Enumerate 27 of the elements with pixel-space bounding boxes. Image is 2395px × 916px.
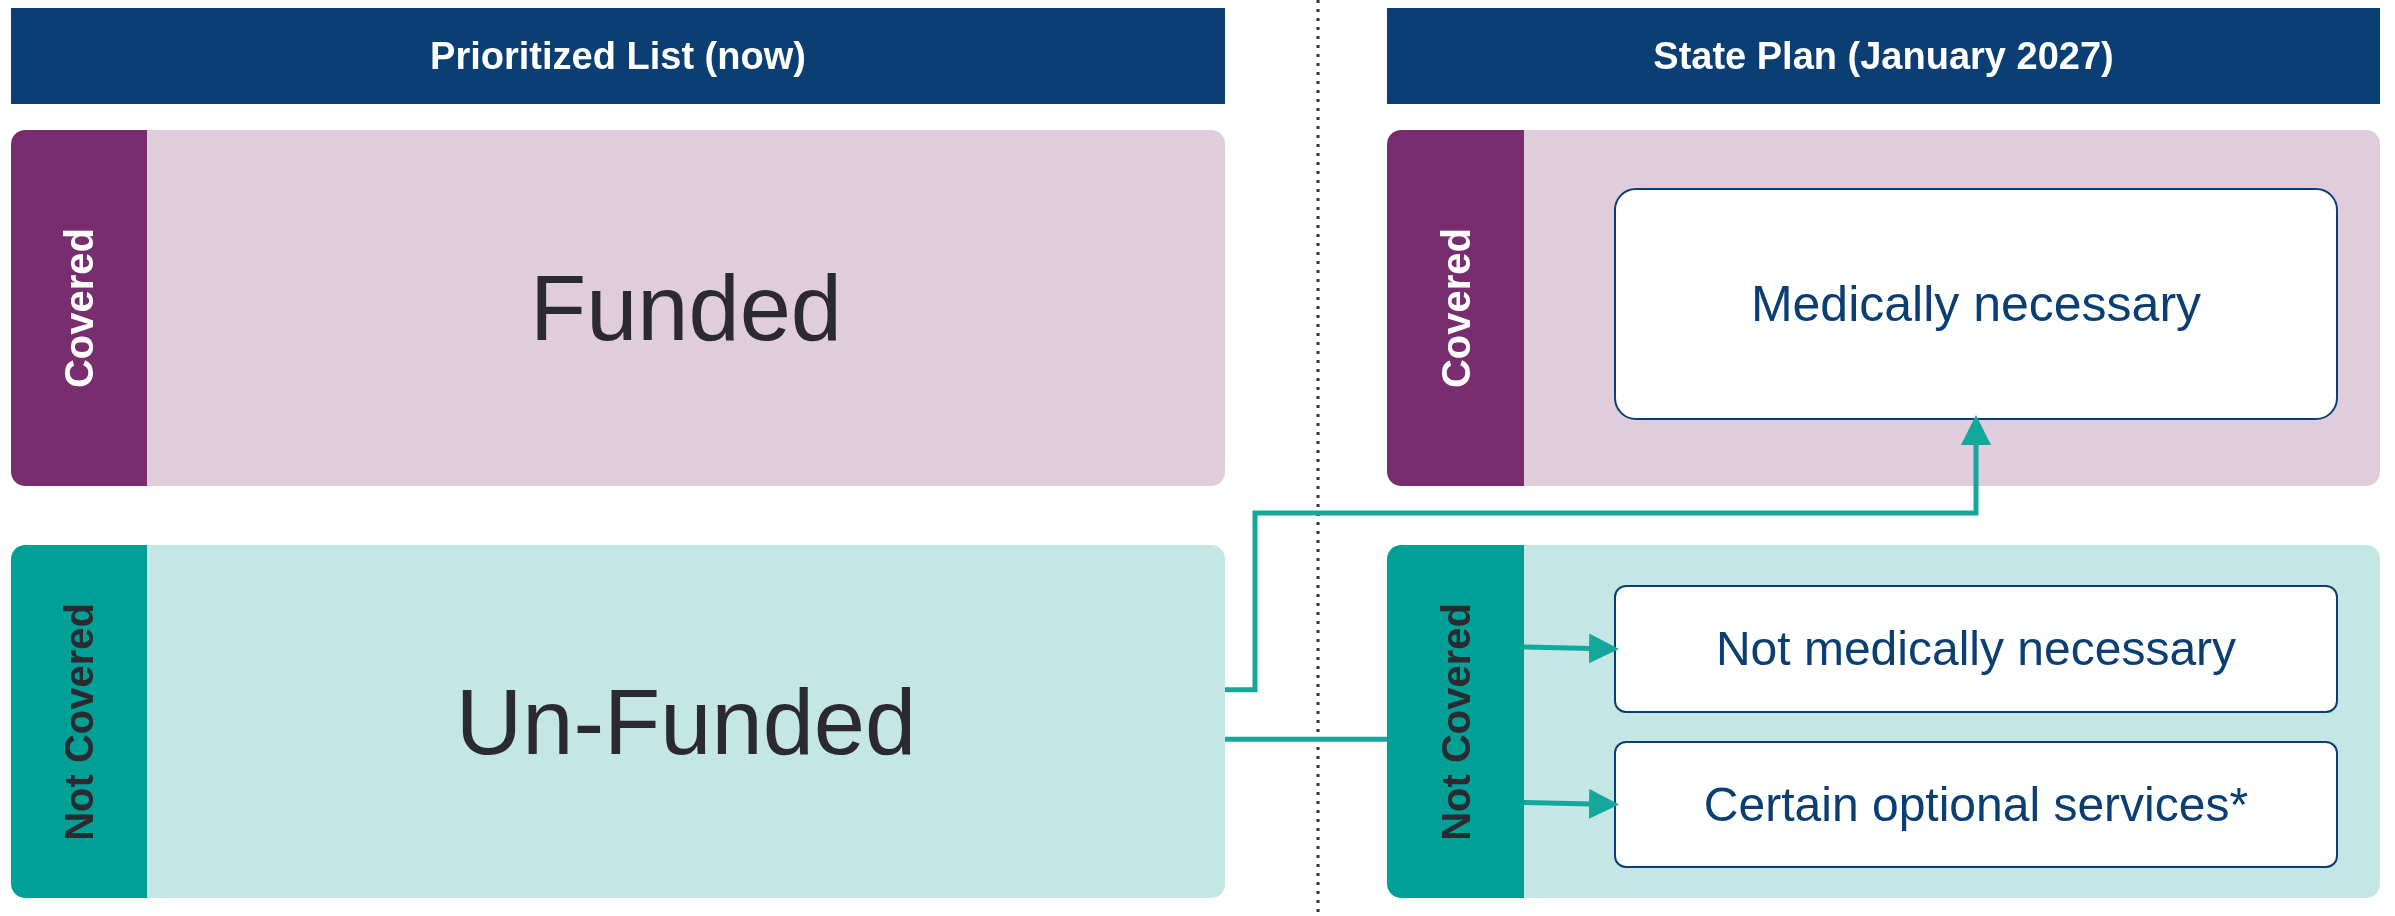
category-panel <box>11 130 1225 486</box>
service-box <box>1614 741 2338 868</box>
service-box <box>1614 585 2338 713</box>
node-label: Not Covered <box>1432 602 1479 841</box>
node-label: Covered <box>56 227 102 389</box>
connector-arrow <box>1523 633 1619 664</box>
connector-arrow <box>1523 788 1619 819</box>
category-panel <box>1387 545 2380 898</box>
node-label: State Plan (January 2027) <box>1653 33 2114 79</box>
category-panel <box>11 545 1225 898</box>
side-tab <box>1387 545 1524 898</box>
node-label: Covered <box>1432 227 1479 389</box>
connector-arrow <box>1225 415 1991 693</box>
node-label: Not Covered <box>56 602 102 841</box>
node-label: Certain optional services* <box>1703 776 2249 833</box>
category-panel <box>1387 130 2380 486</box>
panel-label: Funded <box>530 256 842 361</box>
node-label: Medically necessary <box>1750 274 2202 334</box>
side-tab <box>11 545 147 898</box>
node-label: Prioritized List (now) <box>430 33 806 79</box>
panel-label: Un-Funded <box>455 669 917 775</box>
side-tab <box>1387 130 1524 486</box>
side-tab <box>11 130 147 486</box>
header-bar <box>1387 8 2380 104</box>
node-label: Not medically necessary <box>1715 621 2237 677</box>
service-box <box>1614 188 2338 420</box>
header-bar <box>11 8 1225 104</box>
